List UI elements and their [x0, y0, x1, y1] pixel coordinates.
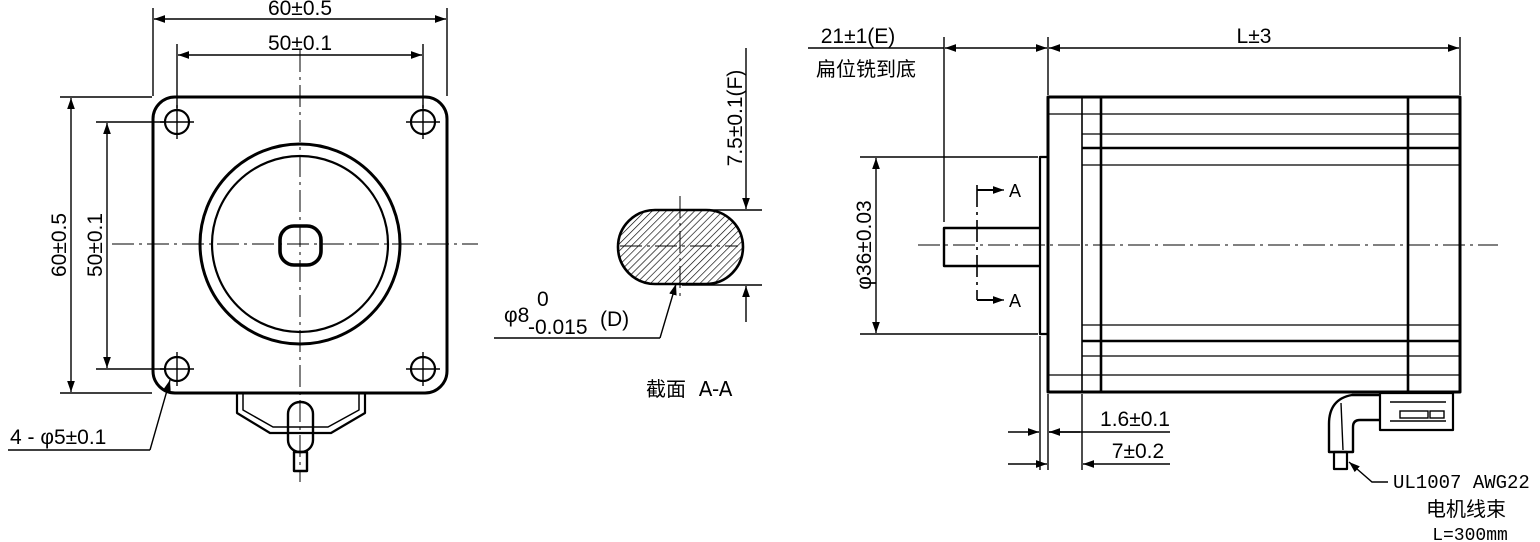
- section-view: 7.5±0.1(F) φ8 0 -0.015 (D) 截面 A-A: [494, 48, 762, 401]
- dim-flat-depth: 7.5±0.1(F): [724, 70, 747, 167]
- cable-spec: UL1007 AWG22: [1393, 472, 1530, 494]
- dim-flange-thickness: 7±0.2: [1112, 440, 1164, 463]
- dim-pilot-dia: φ36±0.03: [853, 200, 876, 289]
- flat-note: 扁位铣到底: [816, 57, 916, 81]
- cable-leader: [1348, 461, 1388, 483]
- dim-height-outer: 60±0.5: [48, 213, 71, 277]
- mounting-holes: [160, 105, 440, 386]
- flange-boss-inner: [210, 154, 390, 334]
- dim-shaft-dia: φ8: [504, 304, 529, 327]
- hole-leader: [149, 379, 171, 451]
- section-mark-bottom: A: [1009, 291, 1021, 311]
- dim-height-holes: 50±0.1: [84, 213, 107, 277]
- dim-hole-callout: 4 - φ5±0.1: [10, 426, 106, 449]
- section-mark-top: A: [1009, 181, 1021, 201]
- side-connector: [1327, 391, 1455, 471]
- dim-width-holes: 50±0.1: [268, 32, 332, 55]
- flange-boss-outer: [198, 142, 402, 346]
- dim-flat-length: 21±1(E): [821, 25, 896, 48]
- shaft-end-face: [278, 224, 323, 267]
- dim-shaft-tol-tag: (D): [600, 308, 629, 331]
- pilot-boss: [1038, 155, 1050, 336]
- dim-body-length: L±3: [1237, 25, 1272, 48]
- section-title: 截面 A-A: [646, 377, 733, 401]
- dim-shaft-tol-upper: 0: [537, 288, 549, 311]
- cable-length: L=300mm: [1432, 526, 1508, 542]
- front-flange: [151, 95, 449, 395]
- front-connector: [235, 393, 367, 473]
- shaft-leader: [659, 283, 677, 339]
- motor-shaft: [942, 226, 1040, 268]
- dim-pilot-height: 1.6±0.1: [1100, 408, 1170, 431]
- front-view: 60±0.5 50±0.1 60±0.5 50±0.1 4 - φ5±0.1: [8, 0, 478, 482]
- cable-name: 电机线束: [1426, 497, 1506, 521]
- dim-width-outer: 60±0.5: [268, 0, 332, 20]
- dim-shaft-tol-lower: -0.015: [528, 316, 588, 339]
- side-view: A A 21±1(E) 扁位铣到底 L±3 φ36±0.03: [808, 25, 1530, 542]
